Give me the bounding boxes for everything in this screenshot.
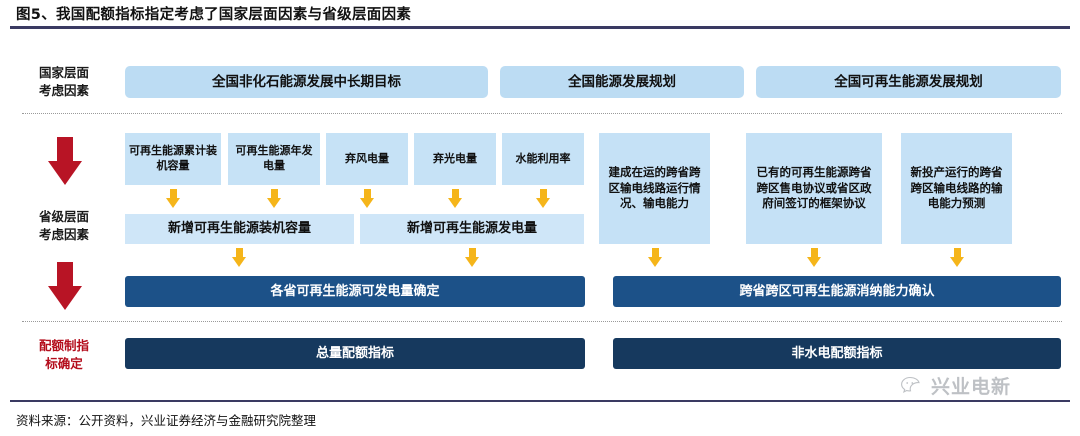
quota-box-1[interactable]: 总量配额指标 [125, 338, 585, 369]
provincial-mid-2[interactable]: 新增可再生能源发电量 [360, 214, 584, 244]
page-title: 图5、我国配额指标指定考虑了国家层面因素与省级层面因素 [16, 7, 412, 23]
provincial-input-3[interactable]: 弃风电量 [326, 133, 408, 185]
divider-provincial-quota [22, 321, 1062, 322]
provincial-input-2[interactable]: 可再生能源年发电量 [228, 133, 320, 185]
yellow-arrow-down-8 [648, 248, 662, 267]
row-label-provincial: 省级层面 考虑因素 [22, 208, 106, 244]
yellow-arrow-shaft [235, 248, 243, 258]
row-label-national: 国家层面 考虑因素 [22, 64, 106, 100]
yellow-arrow-head [267, 198, 281, 208]
yellow-arrow-head [232, 257, 246, 267]
watermark-text: 兴业电新 [931, 376, 1012, 398]
yellow-arrow-shaft [651, 248, 659, 258]
yellow-arrow-down-1 [166, 189, 180, 208]
row-label-quota-line2: 标确定 [45, 356, 83, 372]
source-note: 资料来源：公开资料，兴业证券经济与金融研究院整理 [16, 413, 317, 428]
yellow-arrow-head [465, 257, 479, 267]
provincial-right-input-1[interactable]: 建成在运的跨省跨区输电线路运行情况、输电能力 [599, 133, 710, 244]
red-arrow-head [48, 286, 82, 310]
red-arrow-head [48, 161, 82, 185]
yellow-arrow-down-9 [807, 248, 821, 267]
title-rule [10, 26, 1070, 29]
red-arrow-down-2 [48, 262, 82, 310]
provincial-input-5[interactable]: 水能利用率 [502, 133, 584, 185]
provincial-input-4[interactable]: 弃光电量 [414, 133, 496, 185]
yellow-arrow-down-5 [536, 189, 550, 208]
row-label-quota: 配额制指 标确定 [22, 337, 106, 373]
yellow-arrow-shaft [363, 189, 371, 199]
provincial-result-1[interactable]: 各省可再生能源可发电量确定 [125, 276, 585, 307]
row-label-quota-line1: 配额制指 [38, 338, 89, 353]
provincial-right-input-2[interactable]: 已有的可再生能源跨省跨区售电协议或省区政府间签订的框架协议 [746, 133, 882, 244]
provincial-result-2[interactable]: 跨省跨区可再生能源消纳能力确认 [613, 276, 1061, 307]
national-box-2[interactable]: 全国能源发展规划 [500, 66, 744, 98]
yellow-arrow-down-6 [232, 248, 246, 267]
yellow-arrow-head [448, 198, 462, 208]
yellow-arrow-down-2 [267, 189, 281, 208]
yellow-arrow-shaft [270, 189, 278, 199]
provincial-mid-1[interactable]: 新增可再生能源装机容量 [125, 214, 354, 244]
row-label-provincial-line2: 考虑因素 [38, 227, 89, 243]
red-arrow-shaft [57, 262, 73, 288]
yellow-arrow-down-3 [360, 189, 374, 208]
watermark: 兴业电新 [900, 372, 1011, 399]
wechat-icon [901, 376, 920, 393]
yellow-arrow-head [807, 257, 821, 267]
source-rule [10, 400, 1070, 403]
yellow-arrow-shaft [953, 248, 961, 258]
red-arrow-shaft [57, 137, 73, 163]
yellow-arrow-down-4 [448, 189, 462, 208]
provincial-right-input-3[interactable]: 新投产运行的跨省跨区输电线路的输电能力预测 [901, 133, 1012, 244]
yellow-arrow-down-7 [465, 248, 479, 267]
quota-box-2[interactable]: 非水电配额指标 [613, 338, 1061, 369]
yellow-arrow-head [360, 198, 374, 208]
row-label-national-line2: 考虑因素 [38, 83, 89, 99]
provincial-input-1[interactable]: 可再生能源累计装机容量 [125, 133, 221, 185]
divider-national-provincial [22, 113, 1062, 114]
row-label-national-line1: 国家层面 [38, 65, 89, 80]
row-label-provincial-line1: 省级层面 [38, 209, 89, 224]
yellow-arrow-shaft [810, 248, 818, 258]
yellow-arrow-head [536, 198, 550, 208]
yellow-arrow-shaft [539, 189, 547, 199]
yellow-arrow-shaft [451, 189, 459, 199]
yellow-arrow-head [648, 257, 662, 267]
yellow-arrow-shaft [468, 248, 476, 258]
national-box-1[interactable]: 全国非化石能源发展中长期目标 [125, 66, 488, 98]
yellow-arrow-shaft [169, 189, 177, 199]
national-box-3[interactable]: 全国可再生能源发展规划 [756, 66, 1061, 98]
yellow-arrow-head [166, 198, 180, 208]
red-arrow-down-1 [48, 137, 82, 185]
yellow-arrow-head [950, 257, 964, 267]
yellow-arrow-down-10 [950, 248, 964, 267]
